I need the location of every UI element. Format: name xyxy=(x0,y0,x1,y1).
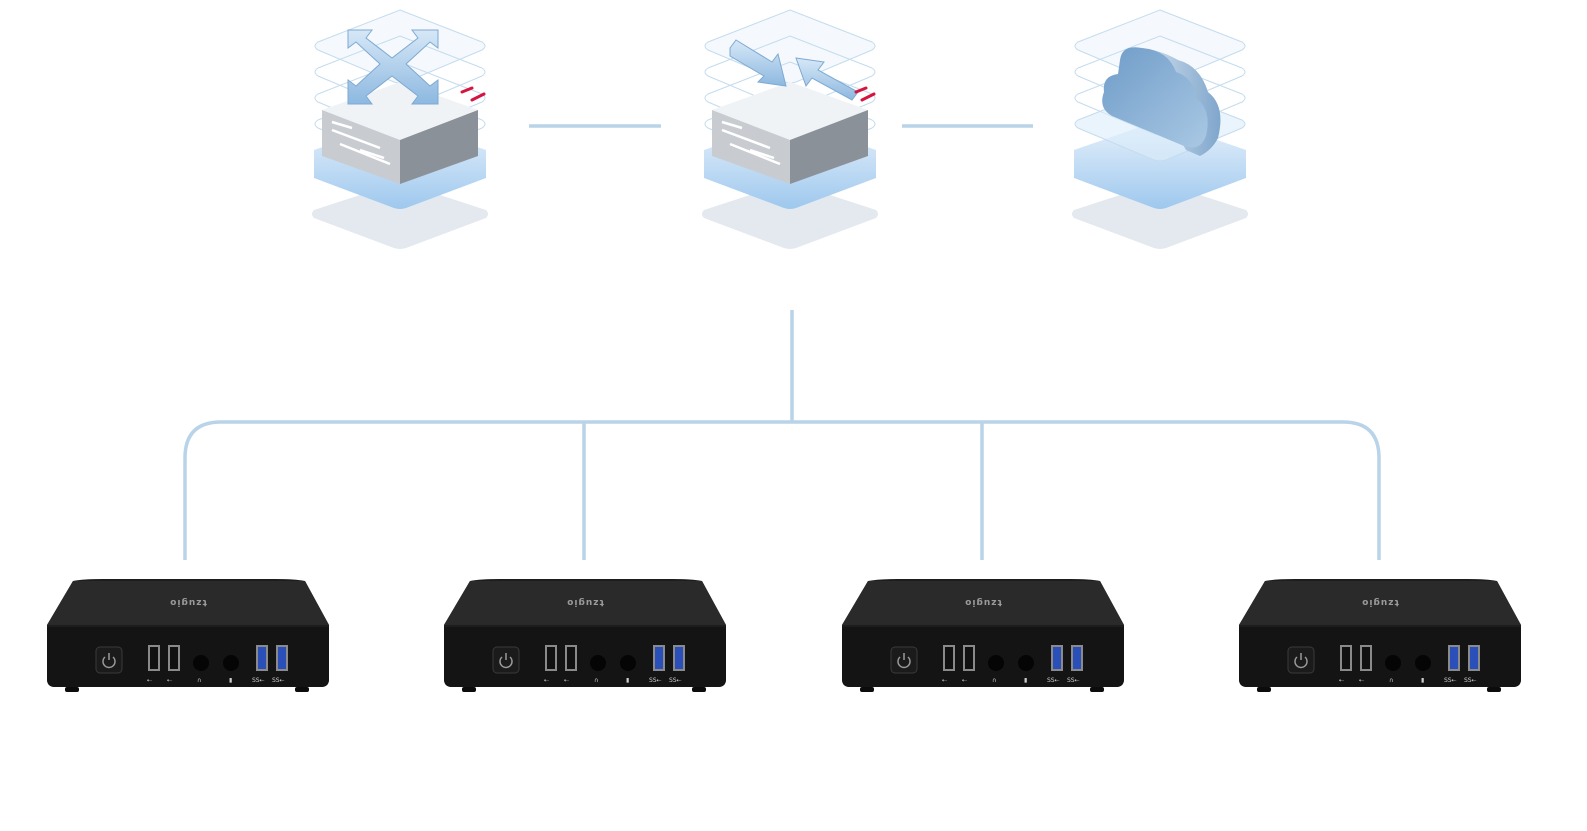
mic-jack xyxy=(1018,655,1034,671)
power-icon xyxy=(1294,653,1308,669)
brand-logo: tzugio xyxy=(169,597,207,607)
svg-text:SS⇠: SS⇠ xyxy=(252,677,265,684)
svg-text:SS⇠: SS⇠ xyxy=(649,677,662,684)
power-icon xyxy=(102,653,116,669)
power-icon xyxy=(897,653,911,669)
svg-text:⇠: ⇠ xyxy=(1339,677,1344,684)
svg-text:⇠: ⇠ xyxy=(147,677,152,684)
mini-pc-body: ⇠ ⇠ ∩ ▮ SS⇠ SS⇠ xyxy=(444,579,726,692)
mic-icon: ▮ xyxy=(626,677,629,684)
device-mini-pc[interactable]: ⇠ ⇠ ∩ ▮ SS⇠ SS⇠ tzugio xyxy=(838,575,1128,695)
brand-logo: tzugio xyxy=(964,597,1002,607)
power-icon xyxy=(499,653,513,669)
svg-text:SS⇠: SS⇠ xyxy=(1067,677,1080,684)
mic-icon: ▮ xyxy=(1421,677,1424,684)
brand-logo: tzugio xyxy=(566,597,604,607)
headphone-jack xyxy=(193,655,209,671)
svg-text:⇠: ⇠ xyxy=(962,677,967,684)
svg-text:⇠: ⇠ xyxy=(544,677,549,684)
device-mini-pc[interactable]: ⇠ ⇠ ∩ ▮ SS⇠ SS⇠ tzugio xyxy=(43,575,333,695)
status-led xyxy=(460,86,474,94)
node-access-switch[interactable]: Access switch xyxy=(690,0,890,260)
headphone-icon: ∩ xyxy=(594,677,598,684)
headphone-jack xyxy=(988,655,1004,671)
svg-text:⇠: ⇠ xyxy=(942,677,947,684)
svg-text:⇠: ⇠ xyxy=(564,677,569,684)
brand-logo: tzugio xyxy=(1361,597,1399,607)
headphone-icon: ∩ xyxy=(1389,677,1393,684)
svg-text:SS⇠: SS⇠ xyxy=(1464,677,1477,684)
mini-pc-body: ⇠ ⇠ ∩ ▮ SS⇠ SS⇠ xyxy=(47,579,329,692)
mic-jack xyxy=(1415,655,1431,671)
link-bus xyxy=(183,420,1381,560)
mic-jack xyxy=(223,655,239,671)
mic-jack xyxy=(620,655,636,671)
mic-icon: ▮ xyxy=(1024,677,1027,684)
svg-text:⇠: ⇠ xyxy=(1359,677,1364,684)
svg-text:SS⇠: SS⇠ xyxy=(669,677,682,684)
svg-text:SS⇠: SS⇠ xyxy=(1444,677,1457,684)
mini-pc-body: ⇠ ⇠ ∩ ▮ SS⇠ SS⇠ xyxy=(842,579,1124,692)
svg-text:⇠: ⇠ xyxy=(167,677,172,684)
switch-crossarrows-icon xyxy=(312,9,488,249)
headphone-jack xyxy=(590,655,606,671)
node-core-switch[interactable]: Core switch xyxy=(300,0,500,260)
svg-text:SS⇠: SS⇠ xyxy=(1047,677,1060,684)
headphone-jack xyxy=(1385,655,1401,671)
headphone-icon: ∩ xyxy=(992,677,996,684)
mic-icon: ▮ xyxy=(229,677,232,684)
switch-arrows-icon xyxy=(702,9,878,249)
device-mini-pc[interactable]: ⇠ ⇠ ∩ ▮ SS⇠ SS⇠ tzugio xyxy=(1235,575,1525,695)
mini-pc-body: ⇠ ⇠ ∩ ▮ SS⇠ SS⇠ xyxy=(1239,579,1521,692)
node-cloud[interactable]: Cloud xyxy=(1060,0,1260,260)
headphone-icon: ∩ xyxy=(197,677,201,684)
cloud-icon xyxy=(1072,9,1248,249)
device-mini-pc[interactable]: ⇠ ⇠ ∩ ▮ SS⇠ SS⇠ tzugio xyxy=(440,575,730,695)
svg-text:SS⇠: SS⇠ xyxy=(272,677,285,684)
